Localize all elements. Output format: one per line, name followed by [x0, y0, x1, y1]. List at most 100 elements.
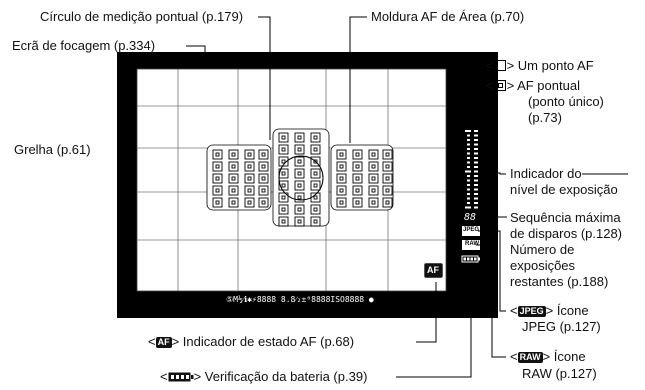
- af-point-center: [339, 176, 344, 181]
- exposure-tick: [467, 143, 470, 146]
- label-raw-1: <RAW> Ícone: [510, 349, 586, 364]
- af-point-center: [371, 200, 376, 205]
- af-point-center: [261, 152, 266, 157]
- af-point-center: [215, 152, 220, 157]
- af-point-center: [313, 207, 318, 212]
- af-point-center: [261, 200, 266, 205]
- af-point: [336, 197, 347, 208]
- af-point: [382, 197, 393, 208]
- vf-af-indicator: [423, 262, 444, 279]
- af-point: [310, 204, 321, 215]
- af-point: [310, 156, 321, 167]
- af-point: [336, 185, 347, 196]
- spot-metering-circle: [278, 155, 324, 201]
- af-point-center: [247, 164, 252, 169]
- af-point-center: [231, 200, 236, 205]
- label-single-af-point: <> Um ponto AF: [486, 58, 594, 76]
- af-point: [228, 197, 239, 208]
- af-point: [294, 192, 305, 203]
- af-point-center: [281, 147, 286, 152]
- af-point-center: [339, 152, 344, 157]
- af-point: [310, 216, 321, 227]
- af-point: [294, 156, 305, 167]
- exposure-tick: [467, 152, 470, 155]
- af-point: [244, 161, 255, 172]
- af-point-center: [281, 171, 286, 176]
- af-point-center: [231, 152, 236, 157]
- exposure-tick: [467, 148, 470, 150]
- af-point-center: [385, 152, 390, 157]
- af-point-center: [339, 188, 344, 193]
- af-point-center: [339, 200, 344, 205]
- af-point-center: [297, 135, 302, 140]
- af-point: [382, 185, 393, 196]
- af-point-center: [385, 200, 390, 205]
- exposure-tick: [467, 202, 470, 204]
- af-point-center: [281, 207, 286, 212]
- battery-icon: [168, 371, 194, 387]
- af-point-center: [261, 176, 266, 181]
- af-point-center: [297, 207, 302, 212]
- exposure-bar-segment: [474, 179, 478, 182]
- raw-badge-icon: RAW: [517, 352, 543, 363]
- vf-af-text: AF: [427, 265, 439, 275]
- af-point-center: [247, 188, 252, 193]
- exposure-bar-segment: [474, 152, 478, 155]
- af-point: [294, 144, 305, 155]
- af-point: [212, 149, 223, 160]
- exposure-bar-segment: [474, 161, 478, 164]
- label-max-burst-2: de disparos (p.128): [510, 226, 623, 241]
- af-point: [352, 149, 363, 160]
- exposure-tick: [467, 197, 470, 200]
- af-point: [382, 161, 393, 172]
- label-spot-af: <> AF pontual: [486, 78, 580, 96]
- vf-raw-icon: [462, 240, 480, 250]
- exposure-bar-segment: [474, 175, 478, 177]
- exposure-bar-segment: [474, 206, 478, 209]
- af-point: [278, 216, 289, 227]
- af-point: [278, 132, 289, 143]
- af-point-center: [385, 188, 390, 193]
- exposure-tick: [467, 193, 470, 195]
- af-point-center: [261, 164, 266, 169]
- exposure-tick: [467, 166, 470, 168]
- exposure-tick: [465, 170, 471, 173]
- af-point-center: [297, 195, 302, 200]
- af-point: [278, 180, 289, 191]
- af-point-center: [215, 200, 220, 205]
- spot-af-icon: [494, 79, 507, 96]
- af-point: [212, 197, 223, 208]
- af-point: [212, 173, 223, 184]
- af-point: [310, 180, 321, 191]
- af-point: [244, 185, 255, 196]
- label-shots-remaining-1: Número de: [510, 242, 575, 257]
- af-point-center: [231, 188, 236, 193]
- af-point-center: [313, 159, 318, 164]
- exposure-bar-segment: [474, 166, 478, 168]
- af-point-center: [247, 200, 252, 205]
- label-jpeg-2: JPEG (p.127): [522, 319, 601, 334]
- af-point: [228, 161, 239, 172]
- exposure-bar-segment: [474, 184, 478, 186]
- label-shots-remaining-3: restantes (p.188): [510, 274, 609, 289]
- af-points: [212, 132, 393, 227]
- af-point: [368, 197, 379, 208]
- af-point-center: [339, 164, 344, 169]
- af-point-center: [297, 171, 302, 176]
- exposure-tick: [467, 175, 470, 177]
- af-point-center: [385, 176, 390, 181]
- exposure-bar-segment: [474, 143, 478, 146]
- af-point: [228, 149, 239, 160]
- af-point-center: [313, 171, 318, 176]
- af-point: [352, 197, 363, 208]
- af-point: [212, 161, 223, 172]
- af-point: [336, 173, 347, 184]
- label-exposure-level-2: nível de exposição: [510, 182, 618, 197]
- af-point: [368, 161, 379, 172]
- af-point: [258, 197, 269, 208]
- af-point-center: [215, 188, 220, 193]
- af-point: [294, 132, 305, 143]
- af-point-center: [385, 164, 390, 169]
- af-point-center: [355, 188, 360, 193]
- exposure-tick: [467, 139, 470, 141]
